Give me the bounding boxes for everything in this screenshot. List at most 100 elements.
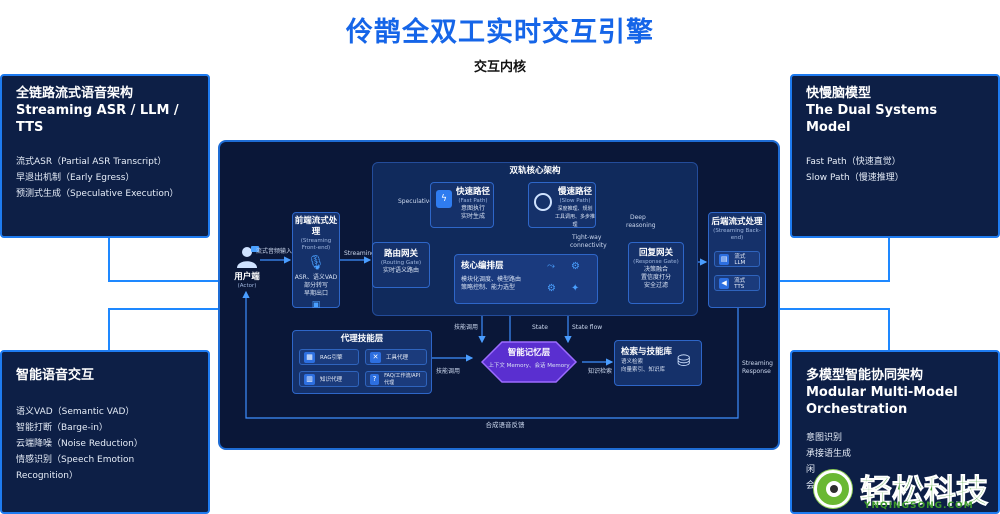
gear-icon: ⚙ xyxy=(571,261,580,272)
panel-voice-interaction: 智能语音交互 语义VAD（Semantic VAD） 智能打断（Barge-in… xyxy=(0,350,210,514)
retrieval-desc: 语义检索 xyxy=(621,359,644,365)
panel-title-en: Streaming ASR / LLM / TTS xyxy=(16,103,179,135)
connector-line xyxy=(888,308,890,352)
fast-path-title: 快速路径 xyxy=(455,187,490,197)
edge-label: Response xyxy=(742,368,771,375)
connector-line xyxy=(108,308,110,352)
orchestrator-desc: 模块化调度、模型路由 xyxy=(461,276,522,283)
agent-title: 代理技能层 xyxy=(340,334,384,344)
network-icon: ✦ xyxy=(571,283,580,294)
memory-layer: 智能记忆层 上下文 Memory、会话 Memory xyxy=(472,348,586,370)
connector-line xyxy=(108,238,110,282)
tool-icon: ✕ xyxy=(370,351,381,363)
backend-sub: (Streaming Back-end) xyxy=(713,228,761,241)
backend-box: 后端流式处理 (Streaming Back-end) ▤ 流式LLM ◀ 流式… xyxy=(708,212,766,308)
panel-item: Fast Path（快速直觉） xyxy=(806,157,901,167)
edge-label: State flow xyxy=(572,324,603,331)
panel-item: 情感识别（Speech Emotion Recognition） xyxy=(16,455,135,481)
agent-skill-layer: 代理技能层 ▦ RAG引擎 ✕ 工具代理 ▥ 知识代理 ? FAQ/工作流/AP… xyxy=(292,330,432,394)
edge-label: 技能调用 xyxy=(436,368,461,375)
speaker-icon: ◀ xyxy=(719,277,730,289)
edge-label: Tight-way xyxy=(572,234,602,241)
panel-item: 承接语生成 xyxy=(806,449,852,459)
slow-path-desc: 深度推理、规划 xyxy=(557,206,593,212)
response-desc: 决策融合 xyxy=(643,266,668,273)
edge-label: connectivity xyxy=(570,242,607,249)
router-box: 路由网关 (Routing Gate) 实时语义路由 xyxy=(372,242,430,288)
frontend-title: 前端流式处理 xyxy=(294,216,338,237)
panel-item: 意图识别 xyxy=(806,433,843,443)
faq-agent-chip: ? FAQ/工作流/API代理 xyxy=(365,371,427,387)
edge-label: 知识检索 xyxy=(588,368,613,375)
user-sub: (Actor) xyxy=(237,283,257,289)
streaming-tts-chip: ◀ 流式 TTS xyxy=(714,275,760,291)
page-title: 伶鹊全双工实时交互引擎 xyxy=(346,17,654,48)
retrieval-title: 检索与技能库 xyxy=(621,347,673,357)
slow-path-sub: (Slow Path) xyxy=(559,198,591,204)
orchestrator-desc: 策略控制、能力选型 xyxy=(461,284,516,291)
panel-item: 会 xyxy=(806,481,816,491)
connector-line xyxy=(778,280,890,282)
response-title: 回复网关 xyxy=(638,248,673,258)
response-gate-box: 回复网关 (Response Gate) 决策融合 置信度打分 安全过滤 xyxy=(628,242,684,304)
user-label: 用户端 xyxy=(234,272,260,282)
response-sub: (Response Gate) xyxy=(633,259,679,265)
panel-item: 闲 xyxy=(806,465,816,475)
memory-layer-shape xyxy=(480,341,578,383)
panel-item: 云端降噪（Noise Reduction） xyxy=(16,439,143,449)
edge-label: Streaming xyxy=(742,360,773,367)
connector-line xyxy=(108,280,220,282)
edge-label: Deep xyxy=(630,214,646,221)
frontend-sub: (Streaming Front-end) xyxy=(300,238,332,251)
streaming-llm-chip: ▤ 流式LLM xyxy=(714,251,760,267)
tool-agent-chip: ✕ 工具代理 xyxy=(365,349,427,365)
panel-item: 流式ASR（Partial ASR Transcript） xyxy=(16,157,167,167)
slow-path-title: 慢速路径 xyxy=(557,187,592,197)
fast-path-box: ϟ 快速路径 (Fast Path) 意图执行 实时生成 xyxy=(430,182,494,228)
panel-title-en: Orchestration xyxy=(806,402,908,417)
dual-track-title: 双轨核心架构 xyxy=(509,166,561,176)
frontend-desc: 部分转写 xyxy=(303,282,328,289)
connector-line xyxy=(888,238,890,282)
settings-icon: ⚙ xyxy=(547,283,556,294)
orchestrator-title: 核心编排层 xyxy=(461,261,504,271)
connector-line xyxy=(108,308,220,310)
edge-label: reasoning xyxy=(626,222,656,229)
frontend-box: 前端流式处理 (Streaming Front-end) 🎙 ASR、语义VAD… xyxy=(292,212,340,310)
watermark-logo xyxy=(814,470,852,508)
panel-item: Slow Path（慢速推理） xyxy=(806,173,904,183)
panel-item: 智能打断（Barge-in） xyxy=(16,423,108,433)
retrieval-box: 检索与技能库 语义检索 向量索引、知识库 ⛁ xyxy=(614,340,702,386)
panel-dual-systems: 快慢脑模型 The Dual Systems Model Fast Path（快… xyxy=(790,74,1000,238)
router-sub: (Routing Gate) xyxy=(380,260,422,266)
panel-title-cn: 多模型智能协同架构 xyxy=(806,368,924,383)
panel-title-cn: 快慢脑模型 xyxy=(806,86,872,101)
panel-title-en: The Dual Systems Model xyxy=(806,103,938,135)
architecture-diagram: 双轨核心架构 用户端 (Actor) 流式音频输入 前端流式处理 (Stream… xyxy=(218,140,780,450)
rag-engine-chip: ▦ RAG引擎 xyxy=(299,349,359,365)
database-search-icon: ⛁ xyxy=(677,351,691,370)
edge-label: State xyxy=(532,324,548,331)
watermark-text: 轻松科技 xyxy=(859,472,989,511)
llm-icon: ▤ xyxy=(719,253,730,265)
knowledge-agent-chip: ▥ 知识代理 xyxy=(299,371,359,387)
fast-path-desc: 意图执行 xyxy=(460,205,485,212)
database-icon: ▦ xyxy=(304,351,315,363)
memory-title: 智能记忆层 xyxy=(507,348,551,358)
user-icon xyxy=(237,246,259,268)
router-title: 路由网关 xyxy=(383,249,418,259)
connector-line xyxy=(778,308,890,310)
slow-path-desc: 工具调用、多步推理 xyxy=(554,214,595,228)
panel-title-cn: 全链路流式语音架构 xyxy=(16,86,134,101)
frontend-desc: 早期出口 xyxy=(303,290,328,297)
stopwatch-icon xyxy=(534,193,552,211)
panel-item: 预测式生成（Speculative Execution） xyxy=(16,189,179,199)
memory-desc: 上下文 Memory、会话 Memory xyxy=(488,363,570,369)
chat-icon: ▣ xyxy=(311,300,321,310)
orchestrator-box: 核心编排层 模块化调度、模型路由 策略控制、能力选型 ⤳ ⚙ ⚙ ✦ xyxy=(454,254,598,304)
user-actor: 用户端 (Actor) xyxy=(230,246,264,290)
edge-label-feedback: 合成语音反馈 xyxy=(485,421,525,429)
response-desc: 置信度打分 xyxy=(640,274,671,281)
microphone-icon: 🎙 xyxy=(307,255,325,271)
share-icon: ⤳ xyxy=(547,261,555,272)
